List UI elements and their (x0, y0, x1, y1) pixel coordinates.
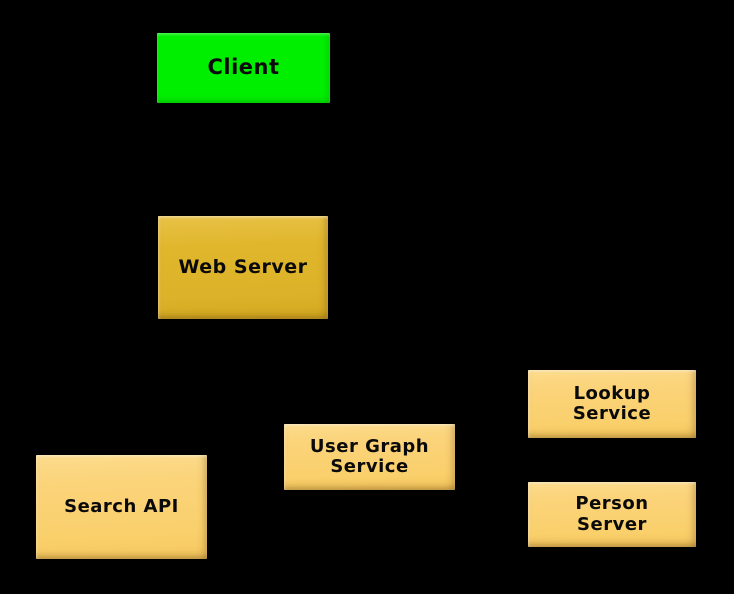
node-search-api[interactable]: Search API (36, 455, 207, 559)
node-label-person-server: Person Server (575, 493, 649, 535)
node-web-server[interactable]: Web Server (158, 216, 328, 319)
node-lookup-service[interactable]: Lookup Service (528, 370, 696, 438)
node-label-lookup-service: Lookup Service (572, 382, 652, 424)
node-label-client: Client (207, 55, 280, 80)
node-person-server[interactable]: Person Server (528, 482, 696, 547)
node-user-graph-service[interactable]: User Graph Service (284, 424, 455, 490)
node-label-web-server: Web Server (178, 255, 308, 278)
node-client[interactable]: Client (157, 33, 330, 103)
node-label-search-api: Search API (64, 495, 179, 517)
node-label-user-graph-service: User Graph Service (309, 435, 430, 477)
